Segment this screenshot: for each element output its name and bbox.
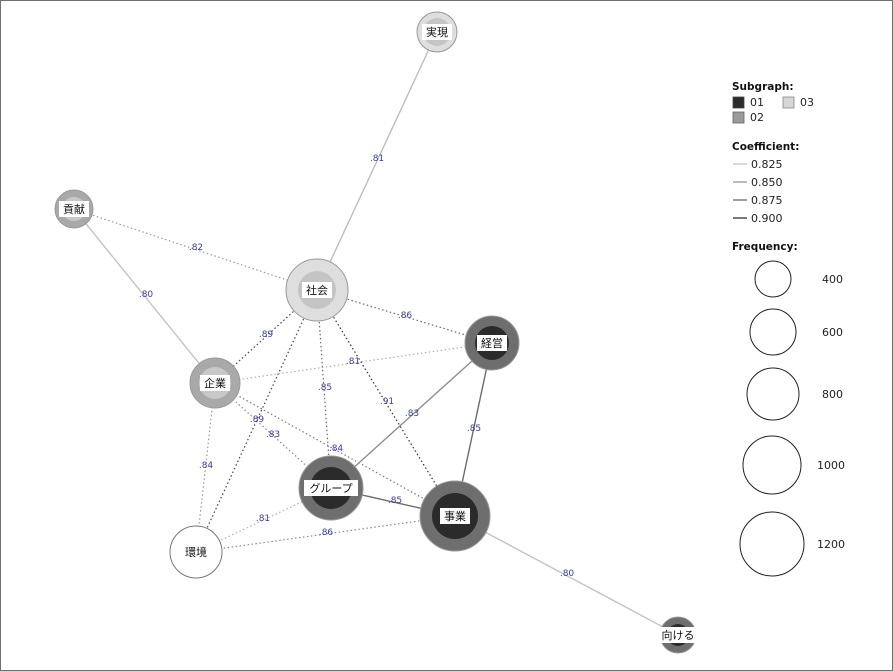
edge-label: .89 — [250, 415, 265, 425]
edge-label: .84 — [199, 461, 214, 471]
legend-subgraph-title: Subgraph: — [732, 81, 794, 93]
edge-label: .80 — [560, 569, 575, 579]
edge-jigyou-mukeru — [454, 515, 679, 636]
node-label-background — [200, 375, 230, 391]
node-label: 事業 — [444, 510, 466, 523]
node-label: 貢献 — [63, 202, 85, 216]
legend-coefficient-label-0850: 0.850 — [751, 176, 783, 189]
edge-label: .81 — [346, 357, 360, 367]
edge-shakai-kigyou — [214, 289, 318, 384]
legend-subgraph-swatch-03 — [782, 96, 795, 109]
legend-subgraph-label-03: 03 — [800, 96, 814, 109]
node-label: グループ — [309, 481, 352, 495]
edge-group-keiei — [330, 342, 493, 489]
legend-subgraph-label-02: 02 — [750, 111, 764, 124]
edge-label: .84 — [329, 444, 344, 454]
edge-label-layer: .81 .80 .82 .86 .89 .85 .91 .89 .81 .84 .83 .84 .83.… — [139, 154, 575, 579]
edge-label: .83 — [405, 409, 419, 419]
legend-coefficient-label-0900: 0.900 — [751, 212, 783, 225]
node-jigyou: 事業 — [419, 480, 491, 552]
node-label-background — [181, 544, 211, 560]
node-label: 企業 — [204, 376, 226, 390]
node-label-background — [657, 627, 699, 643]
edge-label: .82 — [189, 243, 203, 253]
legend-frequency-label-1000: 1000 — [817, 459, 845, 472]
legend-frequency-circle-1000 — [742, 435, 802, 495]
node-shakai: 社会 — [285, 258, 349, 322]
edge-shakai-jitsugen — [316, 31, 438, 291]
edge-shakai-group — [316, 289, 332, 489]
node-label-background — [477, 335, 507, 351]
legend-subgraph-swatch-01 — [732, 96, 745, 109]
edge-kigyou-keiei — [214, 342, 493, 384]
edge-kouken-kigyou — [73, 208, 216, 384]
edge-kouken-shakai — [73, 208, 318, 291]
node-group: グループ — [298, 455, 364, 521]
node-kigyou: 企業 — [189, 357, 241, 409]
edge-kigyou-kankyou — [195, 382, 216, 553]
node-label-background — [302, 282, 332, 298]
legend-coefficient-label-0875: 0.875 — [751, 194, 783, 207]
legend-frequency-label-1200: 1200 — [817, 538, 845, 551]
legend-frequency-circle-600 — [749, 308, 797, 356]
node-label: 実現 — [426, 25, 448, 39]
node-label-background — [59, 201, 89, 217]
legend-subgraph-swatch-02 — [732, 111, 745, 124]
node-keiei: 経営 — [464, 315, 520, 371]
edge-label: .89 — [259, 330, 274, 340]
node-label-background — [422, 24, 452, 40]
edge-label: .91 — [380, 397, 394, 407]
legend-frequency-circle-800 — [746, 367, 800, 421]
node-mukeru: 向ける — [657, 616, 699, 654]
edge-kigyou-jigyou — [214, 382, 456, 517]
legend-frequency-circle-400 — [754, 260, 792, 298]
edge-label: .85 — [388, 496, 402, 506]
edge-layer — [73, 31, 679, 636]
edge-label: .80 — [139, 290, 154, 300]
legend-subgraph-label-01: 01 — [750, 96, 764, 109]
legend-coefficient-label-0825: 0.825 — [751, 158, 783, 171]
legend-frequency-circle-1200 — [739, 511, 805, 577]
edge-label: .85 — [318, 383, 332, 393]
node-jitsugen: 実現 — [416, 11, 458, 53]
legend-frequency-label-400: 400 — [822, 273, 843, 286]
edge-shakai-keiei — [316, 289, 493, 344]
node-kankyou: 環境 — [169, 525, 223, 579]
edge-shakai-jigyou — [316, 289, 456, 517]
edge-label: .83 — [266, 430, 280, 440]
edge-label: .81 — [370, 154, 384, 164]
node-kouken: 貢献 — [54, 189, 94, 229]
node-label: 社会 — [306, 283, 328, 297]
legend-frequency-label-800: 800 — [822, 388, 843, 401]
edge-label: .85 — [467, 424, 481, 434]
legend-frequency-title: Frequency: — [732, 241, 798, 253]
node-label: 経営 — [481, 336, 503, 350]
edge-label: .81 — [256, 514, 270, 524]
edge-label: .86 — [398, 311, 413, 321]
node-label-background — [304, 480, 358, 496]
node-label-background — [440, 508, 470, 524]
legend: Subgraph: 01 03 02 Coefficient: 0.825 0.… — [732, 81, 845, 577]
node-label: 環境 — [185, 545, 207, 559]
node-label: 向ける — [662, 628, 695, 642]
edge-label: .86 — [319, 528, 334, 538]
legend-coefficient-title: Coefficient: — [732, 141, 799, 153]
legend-frequency-label-600: 600 — [822, 326, 843, 339]
